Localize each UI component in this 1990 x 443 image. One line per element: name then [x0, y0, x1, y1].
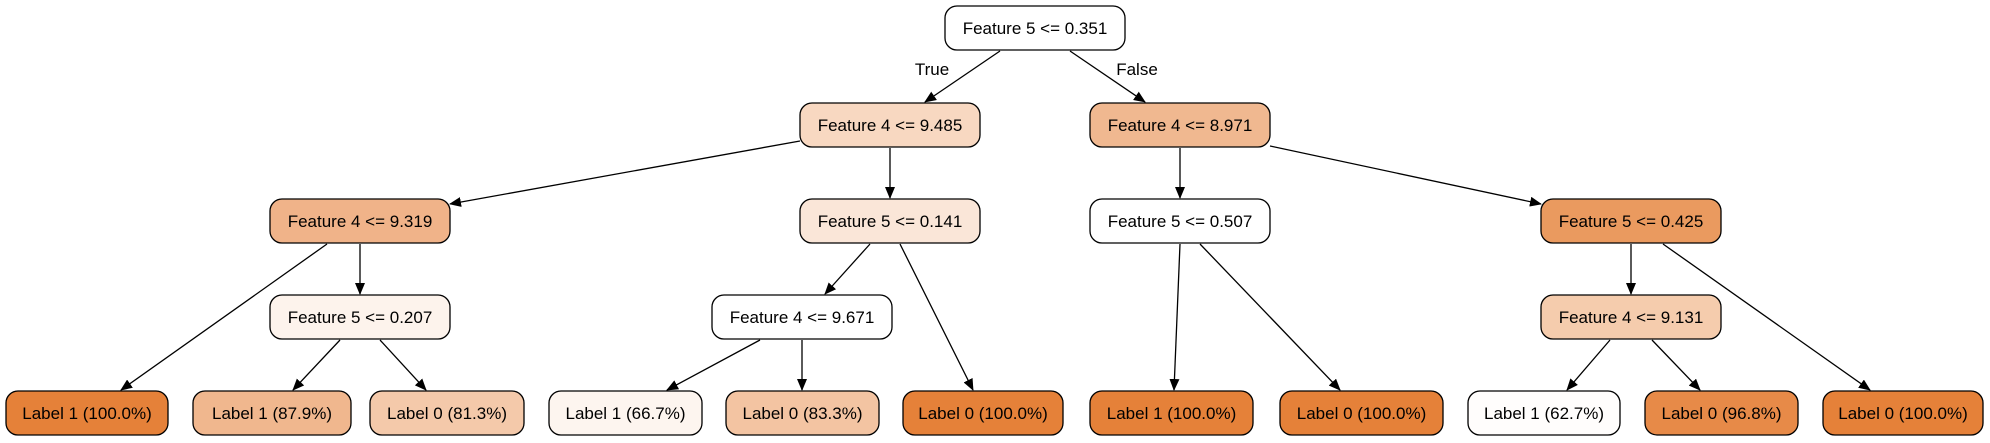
node-box — [1279, 390, 1444, 436]
node-label: Feature 4 <= 9.131 — [1559, 308, 1704, 327]
decision-node: Feature 4 <= 9.131 — [1540, 294, 1722, 340]
node-label: Feature 5 <= 0.425 — [1559, 212, 1704, 231]
node-box — [1540, 198, 1722, 244]
node-label: Label 0 (83.3%) — [742, 404, 862, 423]
node-box — [711, 294, 893, 340]
node-box — [369, 390, 525, 436]
decision-node: Feature 5 <= 0.351 — [944, 5, 1126, 51]
node-box — [269, 198, 451, 244]
edge-arrow-n0-n2 — [1069, 50, 1146, 103]
node-label: Label 0 (96.8%) — [1661, 404, 1781, 423]
decision-node: Feature 5 <= 0.507 — [1089, 198, 1271, 244]
leaf-node: Label 1 (62.7%) — [1467, 390, 1621, 436]
node-label: Label 1 (62.7%) — [1484, 404, 1604, 423]
edge-arrow-n1-n3 — [449, 140, 801, 207]
decision-node: Feature 4 <= 9.319 — [269, 198, 451, 244]
node-label: Feature 4 <= 9.319 — [288, 212, 433, 231]
node-label: Feature 5 <= 0.141 — [818, 212, 963, 231]
node-label: Feature 4 <= 8.971 — [1108, 116, 1253, 135]
edge-arrow-n2-n6 — [1269, 145, 1542, 207]
edge-arrow-n7-l2 — [379, 339, 427, 391]
decision-node: Feature 5 <= 0.141 — [799, 198, 981, 244]
node-box — [799, 102, 981, 148]
decision-node: Feature 5 <= 0.425 — [1540, 198, 1722, 244]
edge-arrow-n5-l6 — [1169, 243, 1181, 391]
node-box — [902, 390, 1064, 436]
leaf-node: Label 0 (100.0%) — [1822, 390, 1984, 436]
node-label: Label 1 (100.0%) — [1107, 404, 1236, 423]
node-label: Label 0 (100.0%) — [918, 404, 1047, 423]
node-label: Feature 4 <= 9.671 — [730, 308, 875, 327]
node-box — [548, 390, 703, 436]
node-label: Label 0 (81.3%) — [387, 404, 507, 423]
node-label: Label 1 (87.9%) — [212, 404, 332, 423]
edge-arrow-n9-l9 — [1651, 339, 1701, 391]
edge-arrow-n3-l0 — [120, 243, 328, 391]
node-label: Label 0 (100.0%) — [1297, 404, 1426, 423]
edges-layer: True False — [120, 50, 1871, 391]
decision-node: Feature 4 <= 8.971 — [1089, 102, 1271, 148]
decision-node: Feature 5 <= 0.207 — [269, 294, 451, 340]
node-box — [192, 390, 352, 436]
node-box — [725, 390, 880, 436]
node-box — [944, 5, 1126, 51]
leaf-node: Label 0 (96.8%) — [1644, 390, 1799, 436]
edge-arrow-n8-l3 — [666, 339, 761, 391]
edge-arrow-n9-l8 — [1566, 339, 1611, 391]
leaf-node: Label 1 (66.7%) — [548, 390, 703, 436]
node-label: Label 1 (66.7%) — [565, 404, 685, 423]
node-box — [269, 294, 451, 340]
edge-arrow-n4-l5 — [899, 243, 974, 391]
edge-arrow-n6-l10 — [1662, 243, 1871, 391]
node-box — [1540, 294, 1722, 340]
node-label: Feature 5 <= 0.351 — [963, 19, 1108, 38]
node-box — [1467, 390, 1621, 436]
node-box — [1089, 102, 1271, 148]
node-box — [1089, 390, 1254, 436]
leaf-node: Label 1 (87.9%) — [192, 390, 352, 436]
node-box — [5, 390, 169, 436]
node-box — [1644, 390, 1799, 436]
leaf-node: Label 0 (100.0%) — [902, 390, 1064, 436]
edge-label-false: False — [1116, 60, 1158, 79]
node-box — [1822, 390, 1984, 436]
edge-arrow-n5-l7 — [1199, 243, 1341, 391]
leaf-node: Label 1 (100.0%) — [1089, 390, 1254, 436]
edge-arrow-n7-l1 — [292, 339, 341, 391]
edge-arrow-n0-n1 — [924, 50, 1001, 103]
node-label: Feature 5 <= 0.507 — [1108, 212, 1253, 231]
node-label: Feature 5 <= 0.207 — [288, 308, 433, 327]
edge-arrow-n4-n8 — [824, 243, 871, 295]
leaf-node: Label 1 (100.0%) — [5, 390, 169, 436]
leaf-node: Label 0 (81.3%) — [369, 390, 525, 436]
edge-label-true: True — [915, 60, 949, 79]
decision-node: Feature 4 <= 9.671 — [711, 294, 893, 340]
node-label: Label 0 (100.0%) — [1838, 404, 1967, 423]
node-box — [799, 198, 981, 244]
node-label: Feature 4 <= 9.485 — [818, 116, 963, 135]
node-box — [1089, 198, 1271, 244]
decision-node: Feature 4 <= 9.485 — [799, 102, 981, 148]
leaf-node: Label 0 (83.3%) — [725, 390, 880, 436]
leaf-node: Label 0 (100.0%) — [1279, 390, 1444, 436]
node-label: Label 1 (100.0%) — [22, 404, 151, 423]
